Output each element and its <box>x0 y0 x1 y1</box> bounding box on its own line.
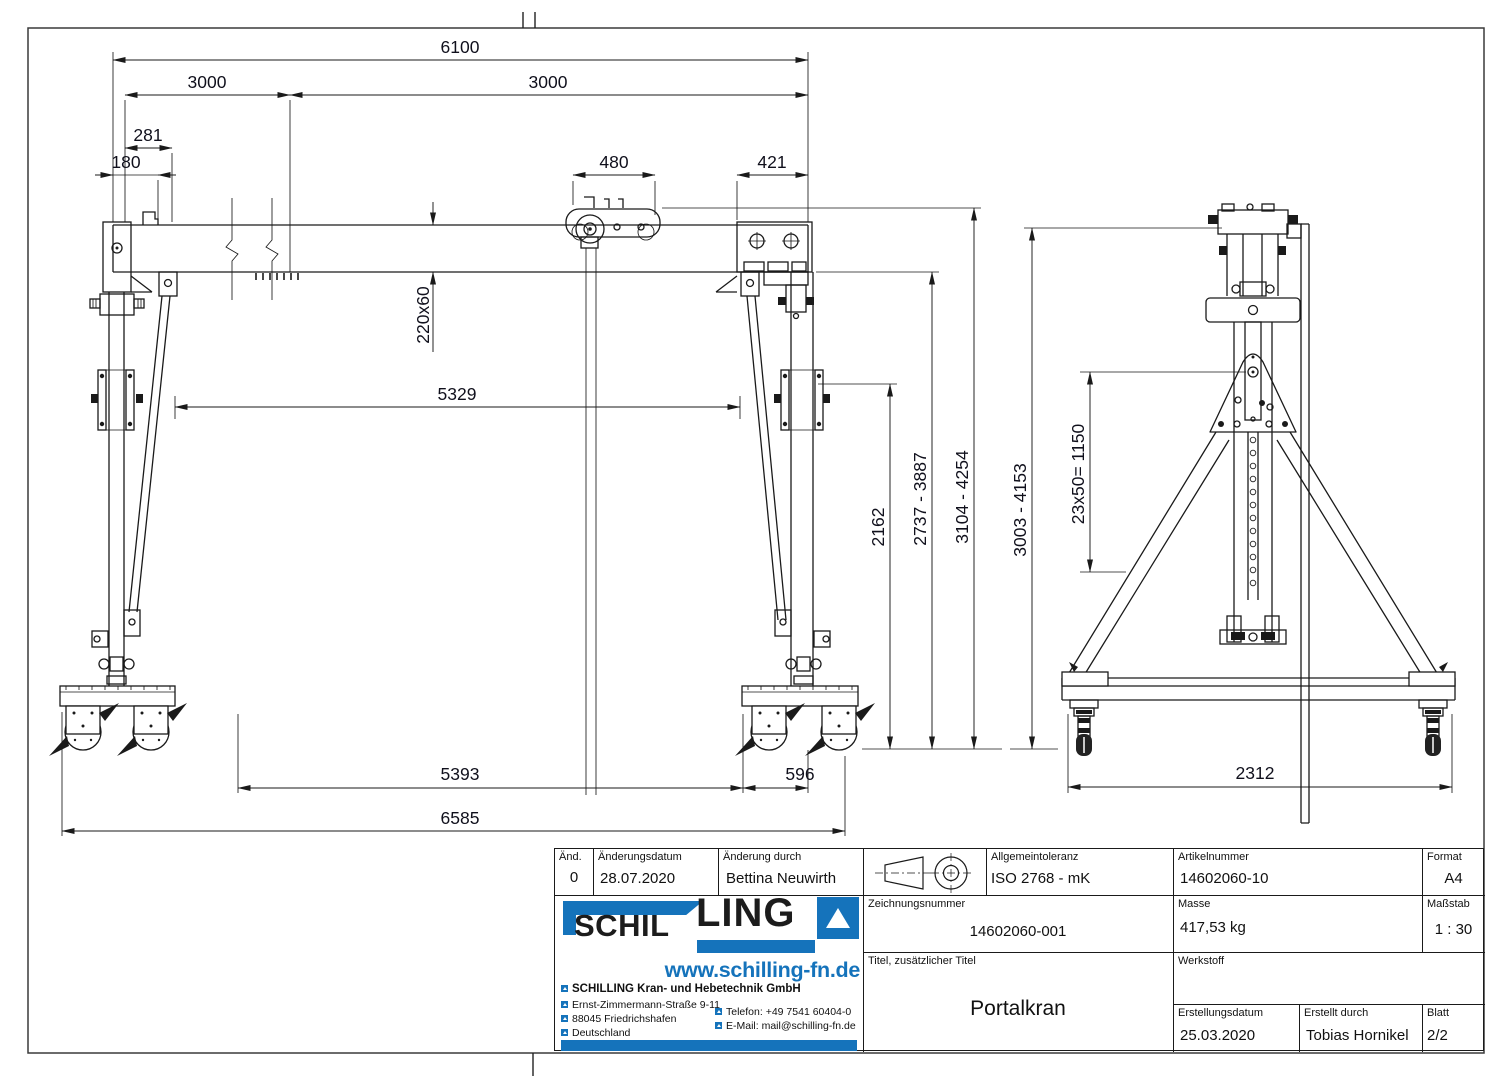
bullet-icon <box>715 1008 722 1015</box>
logo-text-ling: LING <box>696 895 796 935</box>
right-head-block <box>736 221 814 320</box>
company-country: Deutschland <box>572 1027 631 1039</box>
dim-3003-4153: 3003 - 4153 <box>1010 463 1030 556</box>
dim-180: 180 <box>111 152 140 172</box>
side-view <box>1061 203 1456 824</box>
drawing-no-label: Zeichnungsnummer <box>868 898 966 910</box>
title-value: Portalkran <box>970 997 1066 1020</box>
front-view <box>48 196 876 795</box>
bullet-icon <box>561 1015 568 1022</box>
company-street: Ernst-Zimmermann-Straße 9-11 <box>572 999 721 1011</box>
logo-bottom-bar <box>561 1040 857 1051</box>
created-date-value: 25.03.2020 <box>1180 1027 1256 1044</box>
change-by-label: Änderung durch <box>723 851 802 863</box>
dim-3000-right: 3000 <box>529 72 568 92</box>
column-feet <box>48 630 876 757</box>
company-street-row: Ernst-Zimmermann-Straße 9-11 <box>561 999 720 1011</box>
company-name-row: SCHILLING Kran- und Hebetechnik GmbH <box>561 983 801 995</box>
column-brackets <box>91 369 830 431</box>
created-by-label: Erstellt durch <box>1304 1007 1369 1019</box>
diagonal-braces <box>123 271 792 637</box>
dimensions: 6100 3000 3000 281 180 480 421 220x60 53… <box>61 37 1453 836</box>
company-website: www.schilling-fn.de <box>664 958 861 982</box>
tolerance-value: ISO 2768 - mK <box>991 870 1091 887</box>
title-block: Änd. 0 Änderungsdatum 28.07.2020 Änderun… <box>554 848 1485 1052</box>
dim-2737-3887: 2737 - 3887 <box>910 452 930 545</box>
logo-top-bar <box>563 901 703 915</box>
sheet-frame <box>27 12 1485 1076</box>
dim-6100: 6100 <box>441 37 480 57</box>
company-logo-cell: SCHIL LING www.schilling-fn.de SCHILLING… <box>555 895 863 1052</box>
gusset-plate <box>1209 353 1297 433</box>
material-label: Werkstoff <box>1178 955 1225 967</box>
side-bottom-bracket <box>1219 615 1287 645</box>
scale-label: Maßstab <box>1427 898 1470 910</box>
dim-421: 421 <box>757 152 786 172</box>
article-value: 14602060-10 <box>1180 870 1269 887</box>
aend-label: Änd. <box>559 851 582 863</box>
tolerance-label: Allgemeintoleranz <box>991 851 1079 863</box>
mass-label: Masse <box>1178 898 1211 910</box>
bullet-icon <box>715 1022 722 1029</box>
logo-triangle-icon <box>817 897 859 939</box>
company-city: 88045 Friedrichshafen <box>572 1013 677 1025</box>
dim-281: 281 <box>133 125 162 145</box>
company-name: SCHILLING Kran- und Hebetechnik GmbH <box>572 983 801 995</box>
drawing-no-value: 14602060-001 <box>969 923 1067 940</box>
change-date-label: Änderungsdatum <box>598 851 682 863</box>
aend-value: 0 <box>569 869 579 886</box>
side-base <box>1061 662 1456 757</box>
dim-480: 480 <box>599 152 628 172</box>
dim-5393: 5393 <box>441 764 480 784</box>
logo-text-schil: SCHIL <box>574 908 670 943</box>
logo-under-bar <box>697 940 815 953</box>
company-phone: Telefon: +49 7541 60404-0 <box>726 1006 852 1018</box>
company-phone-row: Telefon: +49 7541 60404-0 <box>715 1006 851 1018</box>
dim-3104-4254: 3104 - 4254 <box>952 450 972 544</box>
change-by-value: Bettina Neuwirth <box>726 870 837 887</box>
created-date-label: Erstellungsdatum <box>1178 1007 1263 1019</box>
projection-symbol-icon <box>875 853 971 893</box>
company-email: E-Mail: mail@schilling-fn.de <box>726 1020 856 1032</box>
dim-3000-left: 3000 <box>188 72 227 92</box>
mass-value: 417,53 kg <box>1180 919 1246 936</box>
company-email-row: E-Mail: mail@schilling-fn.de <box>715 1020 856 1032</box>
dim-220x60: 220x60 <box>413 286 433 344</box>
trolley-hoist <box>565 196 661 795</box>
bullet-icon <box>561 1001 568 1008</box>
dim-2162: 2162 <box>868 508 888 547</box>
change-date-value: 28.07.2020 <box>600 870 676 887</box>
dim-5329: 5329 <box>438 384 477 404</box>
bullet-icon <box>561 1029 568 1036</box>
sheet-label: Blatt <box>1427 1007 1450 1019</box>
format-value: A4 <box>1444 870 1463 887</box>
side-top-assembly <box>1205 203 1310 824</box>
company-city-row: 88045 Friedrichshafen <box>561 1013 676 1025</box>
side-legs <box>1065 431 1441 683</box>
title-label: Titel, zusätzlicher Titel <box>868 955 976 967</box>
created-by-value: Tobias Hornikel <box>1306 1027 1409 1044</box>
company-country-row: Deutschland <box>561 1027 630 1039</box>
dim-23x50-1150: 23x50= 1150 <box>1068 424 1088 525</box>
dim-6585: 6585 <box>441 808 480 828</box>
dim-2312: 2312 <box>1236 763 1275 783</box>
dim-596: 596 <box>785 764 814 784</box>
article-label: Artikelnummer <box>1178 851 1249 863</box>
format-label: Format <box>1427 851 1462 863</box>
scale-value: 1 : 30 <box>1434 921 1473 938</box>
hole-strip <box>1247 432 1259 600</box>
sheet-value: 2/2 <box>1427 1027 1448 1044</box>
bullet-icon <box>561 985 568 992</box>
